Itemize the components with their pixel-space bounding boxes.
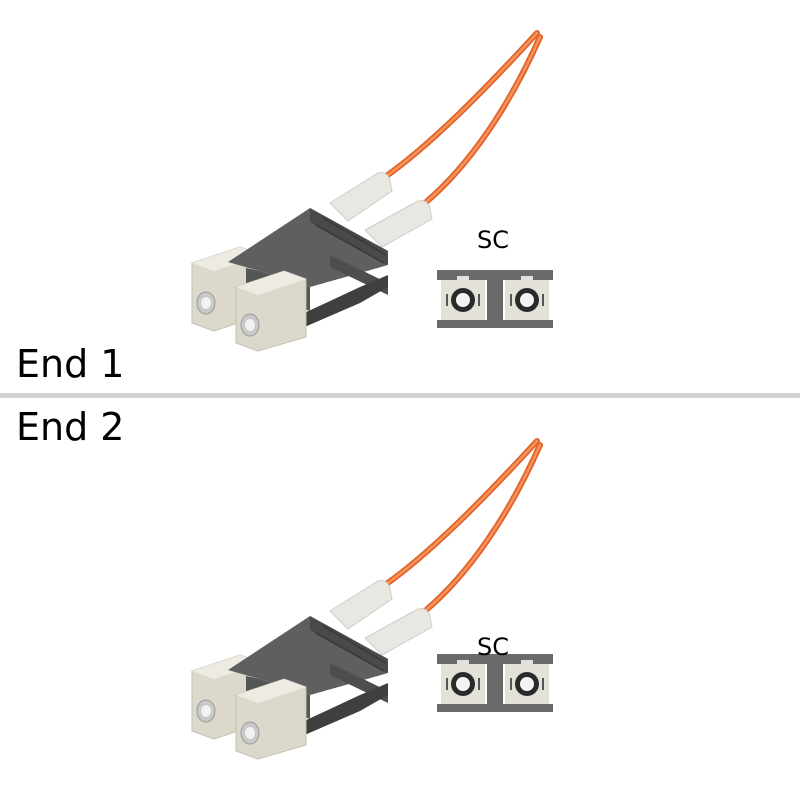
connector-type-label: SC: [477, 633, 509, 661]
end-2-label: End 2: [16, 405, 125, 449]
end-2-section: SC: [0, 433, 800, 773]
sc-duplex-connector-image: [0, 25, 553, 365]
sc-port-icon: [437, 270, 553, 328]
connector-type-label: SC: [477, 226, 509, 254]
sc-port-icon: [437, 654, 553, 712]
end-1-label: End 1: [16, 342, 125, 386]
divider: [0, 393, 800, 398]
end-1-section: SC: [0, 25, 800, 365]
sc-duplex-connector-image: [0, 433, 553, 773]
